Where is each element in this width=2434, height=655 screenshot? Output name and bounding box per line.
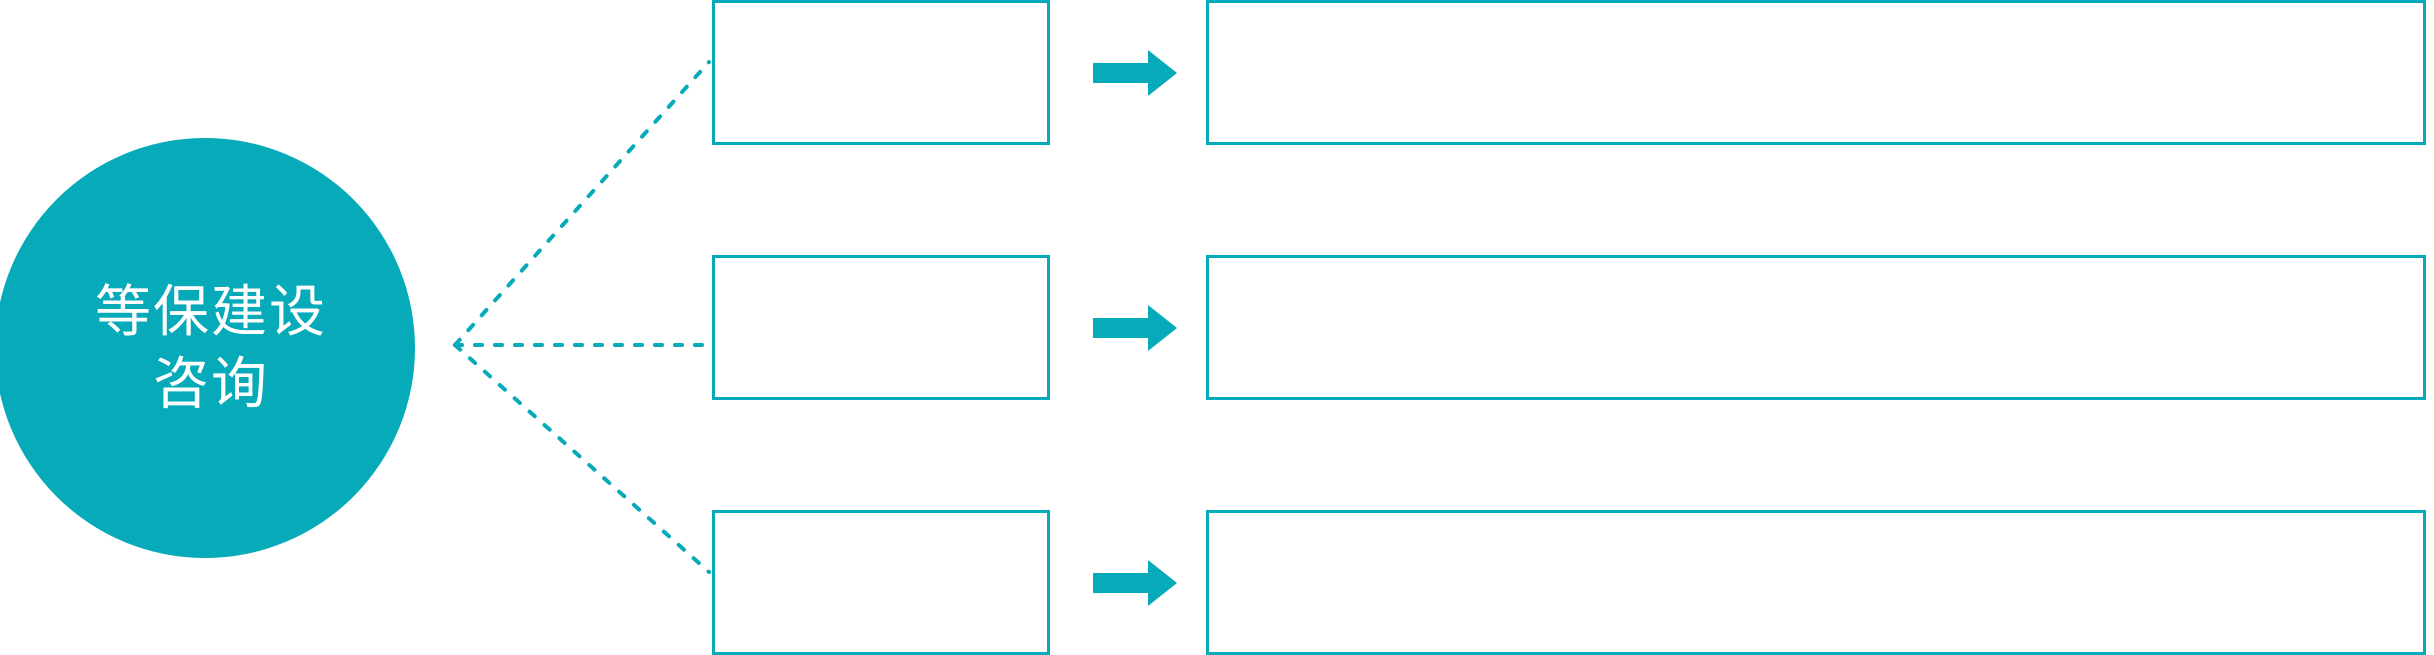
right-arrow-icon-1 (1093, 50, 1177, 96)
right-arrow-icon-3 (1093, 560, 1177, 606)
hub-label: 等保建设 咨询 (95, 280, 327, 415)
stage-box-1[interactable] (712, 0, 1050, 145)
detail-box-1[interactable] (1206, 0, 2426, 145)
stage-box-3[interactable] (712, 510, 1050, 655)
flow-row-3 (0, 510, 2434, 655)
flow-row-2 (0, 255, 2434, 401)
flow-row-1 (0, 0, 2434, 146)
detail-box-3[interactable] (1206, 510, 2426, 655)
hub-circle[interactable]: 等保建设 咨询 (0, 138, 415, 558)
right-arrow-icon-2 (1093, 305, 1177, 351)
detail-box-2[interactable] (1206, 255, 2426, 400)
stage-box-2[interactable] (712, 255, 1050, 400)
